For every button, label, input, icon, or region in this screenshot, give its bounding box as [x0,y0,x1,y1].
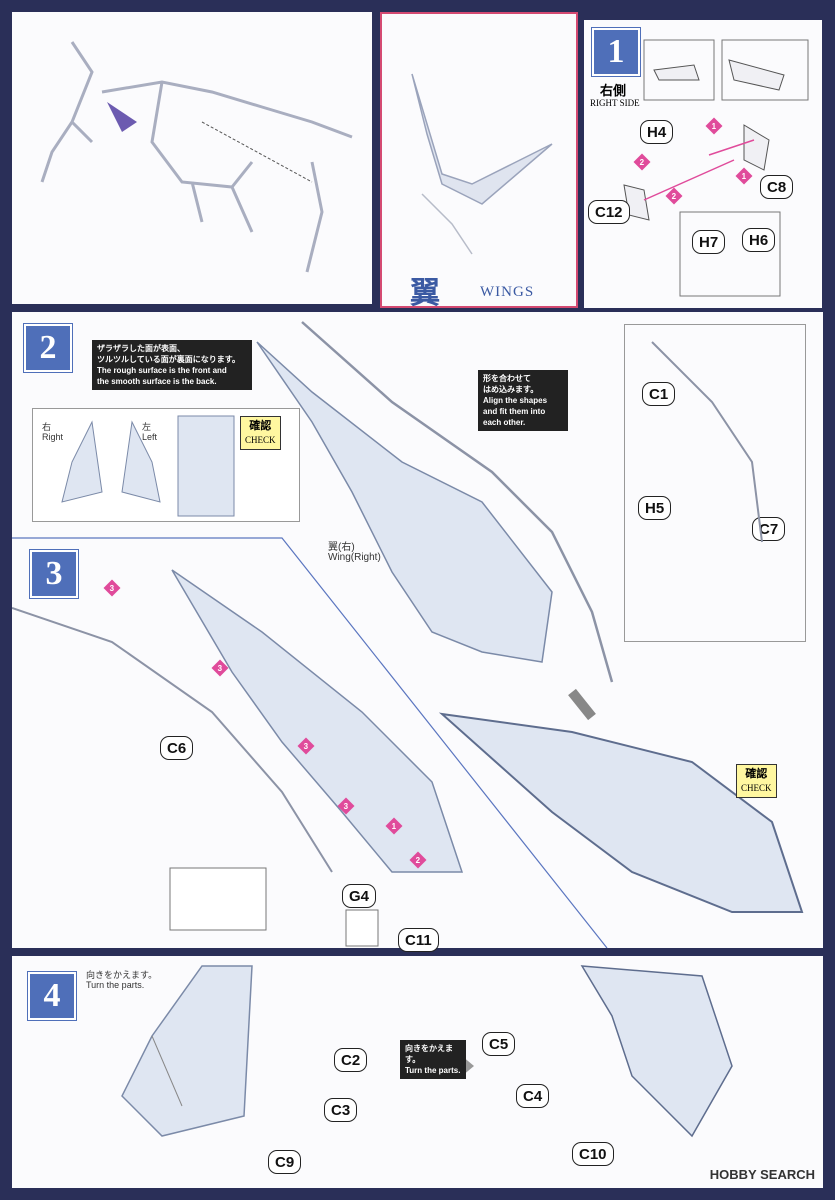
align-note: 形を合わせて はめ込みます。 Align the shapes and fit … [478,370,568,431]
surface-note: ザラザラした面が表面、 ツルツルしている面が裏面になります。 The rough… [92,340,252,390]
left-label-jp: 左 [142,422,152,432]
step-1-diagram [623,39,809,297]
part-tag-c11: C11 [398,928,439,952]
part-tag-c8: C8 [760,175,794,199]
step-number-1: 1 [592,28,640,76]
dragon-illustration [40,41,353,273]
part-tag-g4: G4 [342,884,377,908]
step-number-4: 4 [28,972,76,1020]
right-label-jp: 右 [42,422,52,432]
step-number-2: 2 [24,324,72,372]
steps-2-3-diagram [12,321,804,948]
part-tag-h7: H7 [692,230,726,254]
wings-title-jp: 翼 [410,277,440,310]
part-tag-c1: C1 [642,382,676,406]
part-tag-c7: C7 [752,517,786,541]
dragon-overview-panel [12,12,372,304]
wing-right-label-jp: 翼(右) [328,542,355,553]
left-label-en: Left [142,432,158,442]
wings-title-en: WINGS [480,284,535,300]
part-tag-c3: C3 [324,1098,358,1122]
turn-note-en: Turn the parts. [86,980,145,990]
turn-note-jp: 向きをかえます。 [86,970,158,980]
wings-title-panel: 翼 WINGS [380,12,578,310]
part-tag-c2: C2 [334,1048,368,1072]
part-tag-c4: C4 [516,1084,550,1108]
right-side-label-jp: 右側 [600,83,627,98]
part-tag-h5: H5 [638,496,672,520]
step-4-panel: 4 向きをかえます。 Turn the parts. 向きをかえます。 Turn… [12,956,823,1188]
wing-right-label-en: Wing(Right) [328,552,381,563]
step-1-panel: 1 右側 RIGHT SIDE H4 C8 C12 H7 H6 1 2 2 1 [584,20,822,308]
right-label-en: Right [42,432,64,442]
turn-note-2: 向きをかえます。 Turn the parts. [400,1040,466,1079]
step-2-parts-box [624,324,806,642]
part-tag-c12: C12 [588,200,630,224]
part-tag-c10: C10 [572,1142,614,1166]
part-tag-c6: C6 [160,736,194,760]
wing-silhouette [411,73,553,255]
steps-2-3-panel: 2 ザラザラした面が表面、 ツルツルしている面が裏面になります。 The rou… [12,312,823,952]
part-tag-h4: H4 [640,120,674,144]
part-tag-c9: C9 [268,1150,302,1174]
step-number-3: 3 [30,550,78,598]
watermark-logo: HOBBY SEARCH [709,1167,815,1182]
part-tag-h6: H6 [742,228,776,252]
step-4-diagram [121,965,733,1138]
right-side-label-en: RIGHT SIDE [590,98,640,108]
part-tag-c5: C5 [482,1032,516,1056]
